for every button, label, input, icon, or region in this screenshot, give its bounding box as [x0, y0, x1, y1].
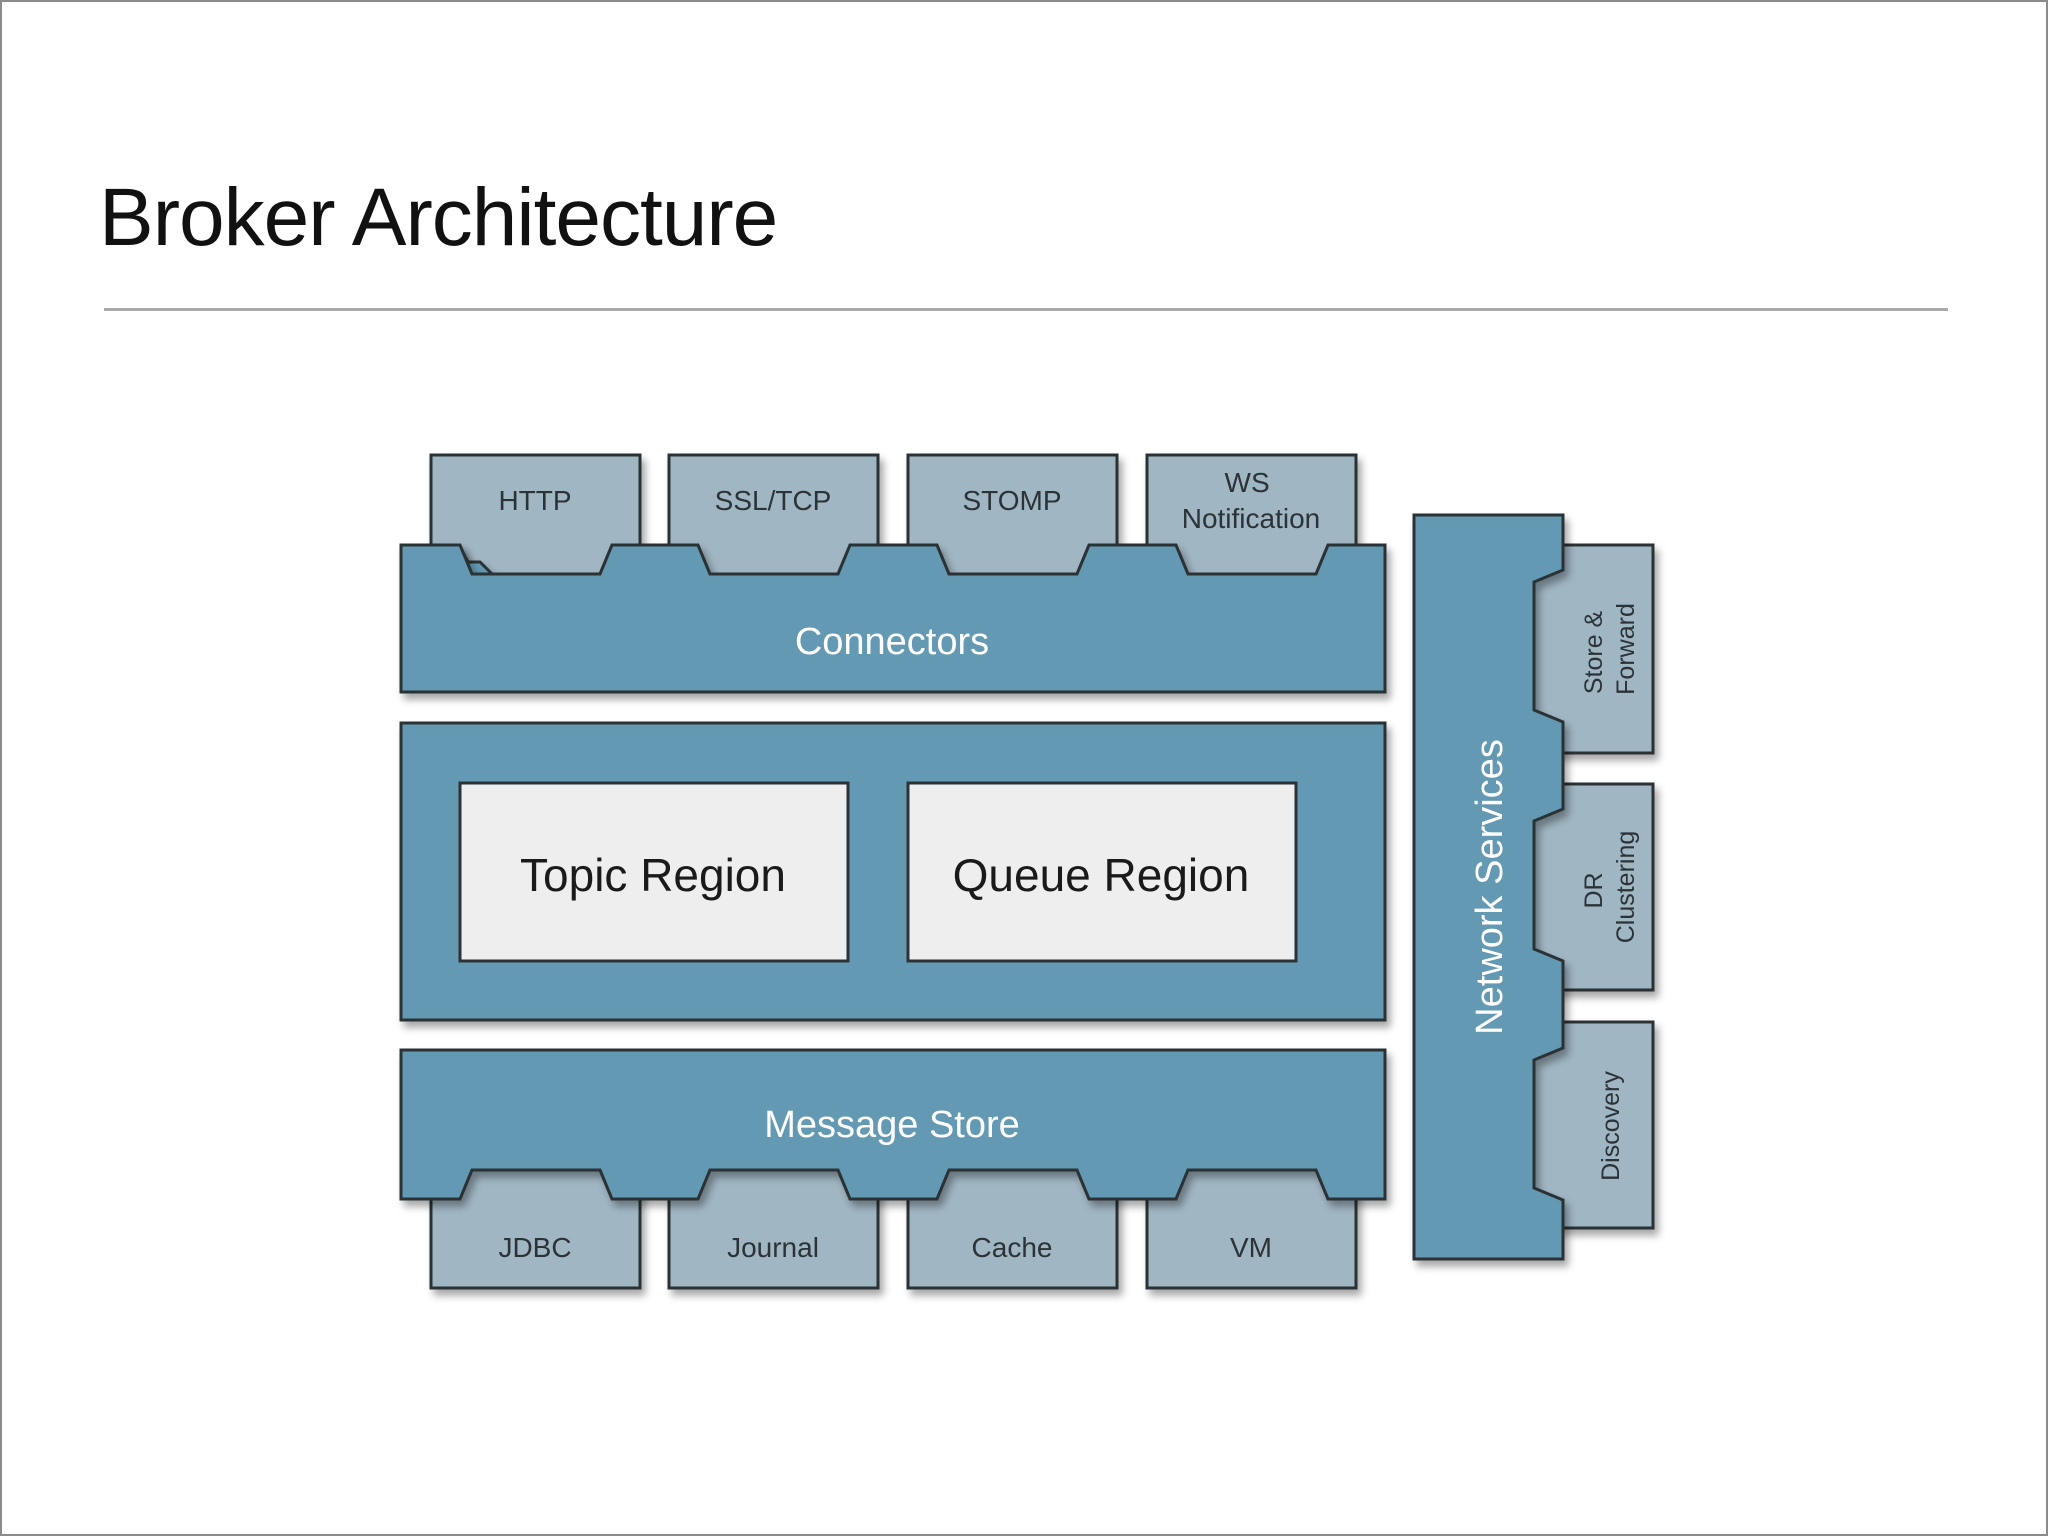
connector-tab-ws-notification: WS Notification	[1145, 453, 1358, 577]
store-tab-label: Journal	[727, 1232, 819, 1263]
connectors-label: Connectors	[795, 621, 989, 663]
store-tab-label: Cache	[972, 1232, 1053, 1263]
network-tab-label: DR Clustering	[1580, 831, 1640, 944]
queue-region-label: Queue Region	[953, 849, 1250, 901]
connector-tab-label: STOMP	[962, 485, 1061, 516]
message-store-bar: Message Store	[399, 1048, 1387, 1201]
network-tab-label: Discovery	[1597, 1071, 1625, 1181]
message-store-label: Message Store	[764, 1104, 1020, 1146]
connector-tab-label: HTTP	[498, 485, 571, 516]
store-tab-label: VM	[1230, 1232, 1272, 1263]
broker-core: Topic Region Queue Region	[399, 721, 1387, 1022]
connector-tab-stomp: STOMP	[906, 453, 1119, 577]
connectors-bar: Connectors	[399, 543, 1387, 694]
network-tab-discovery: Discovery	[1530, 1020, 1655, 1230]
store-tab-vm: VM	[1145, 1168, 1358, 1290]
topic-region: Topic Region	[458, 781, 850, 963]
store-tab-journal: Journal	[667, 1168, 880, 1290]
slide-title: Broker Architecture	[99, 172, 778, 263]
store-tab-cache: Cache	[906, 1168, 1119, 1290]
connector-tab-ssl-tcp: SSL/TCP	[667, 453, 880, 577]
connector-tab-label: WS Notification	[1182, 467, 1321, 534]
store-tab-label: JDBC	[498, 1232, 571, 1263]
title-divider	[104, 308, 1948, 311]
queue-region: Queue Region	[906, 781, 1298, 963]
network-services-column: Network Services	[1412, 513, 1565, 1261]
connector-tab-label: SSL/TCP	[715, 485, 832, 516]
network-tab-label: Store & Forward	[1580, 603, 1640, 695]
network-services-label: Network Services	[1469, 739, 1511, 1035]
topic-region-label: Topic Region	[520, 849, 786, 901]
network-tab-dr-clustering: DR Clustering	[1530, 782, 1655, 992]
